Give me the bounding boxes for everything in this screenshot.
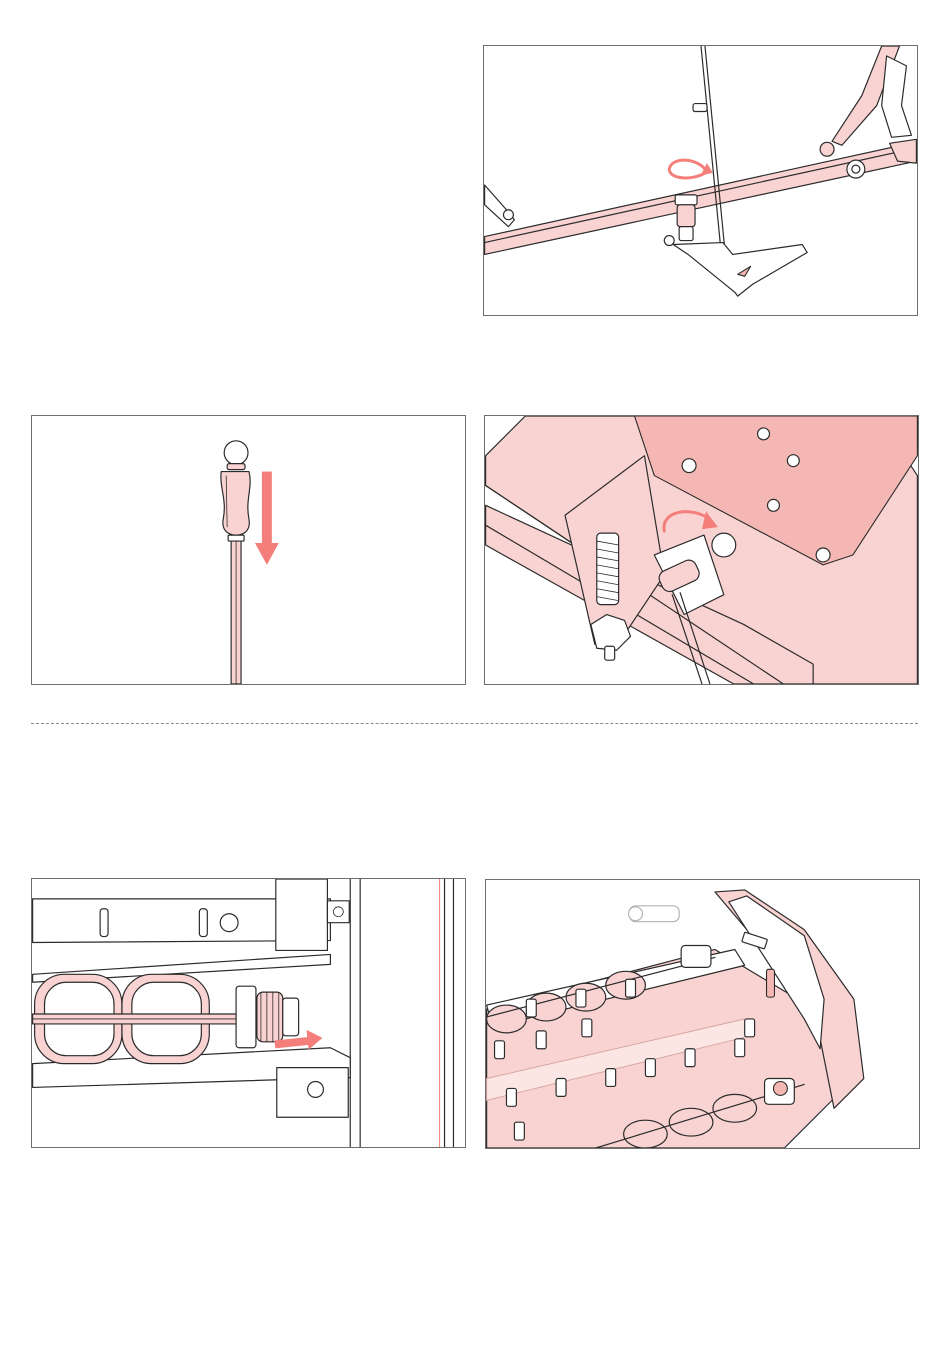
illustration-roller-tray bbox=[485, 879, 920, 1149]
section-divider bbox=[31, 723, 918, 724]
bracket-spring-drawing bbox=[485, 416, 918, 684]
illustration-frame-knob bbox=[483, 45, 918, 316]
illustration-shaft-pulley bbox=[31, 878, 466, 1148]
illustration-bracket-spring bbox=[484, 415, 919, 685]
handle-pull-drawing bbox=[32, 416, 465, 684]
frame-knob-drawing bbox=[484, 46, 917, 315]
roller-tray-drawing bbox=[486, 880, 919, 1148]
shaft-pulley-drawing bbox=[32, 879, 465, 1147]
illustration-handle-pull bbox=[31, 415, 466, 685]
